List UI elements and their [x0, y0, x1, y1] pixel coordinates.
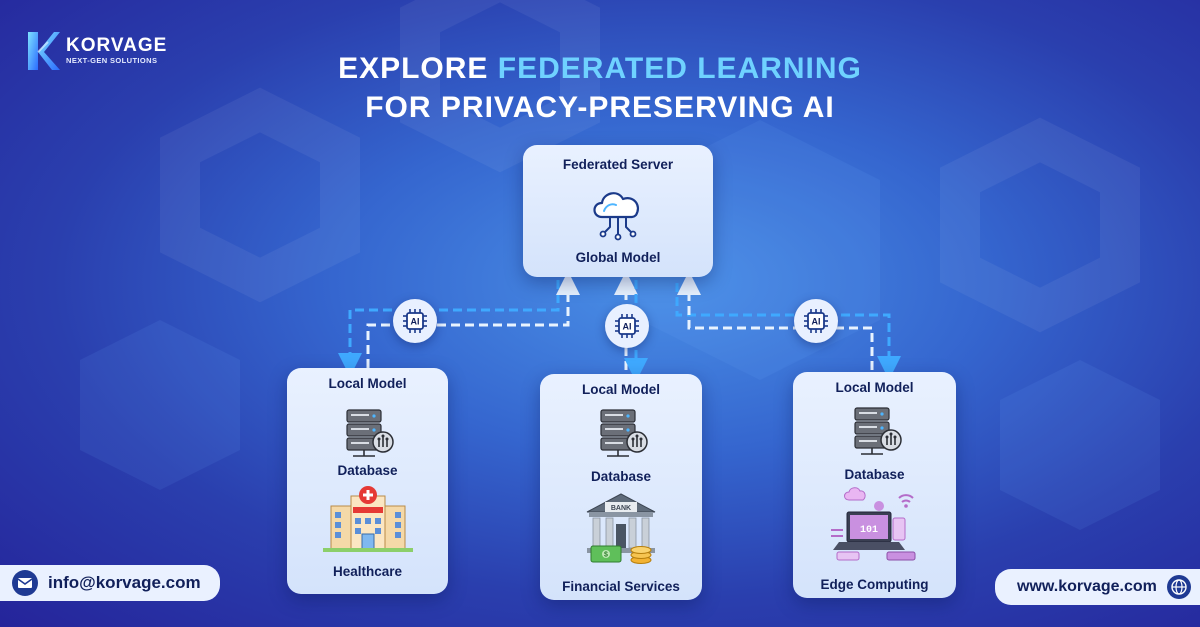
- database-label: Database: [337, 463, 398, 478]
- svg-text:BANK: BANK: [611, 505, 631, 512]
- ai-chip-badge-middle: AI: [605, 304, 649, 348]
- globe-icon: [1166, 575, 1191, 599]
- database-label: Database: [844, 467, 905, 482]
- connector-right-down: [675, 283, 901, 380]
- database-server-icon: [346, 409, 394, 457]
- svg-text:$: $: [604, 552, 608, 559]
- local-model-card-financial: Local Model Database BANK $: [540, 374, 702, 600]
- connector-left-down: [338, 280, 560, 377]
- server-subtitle: Global Model: [575, 250, 661, 265]
- database-server-icon: [600, 409, 648, 457]
- page-title-line-1: EXPLORE FEDERATED LEARNING: [0, 52, 1200, 86]
- website-contact-pill[interactable]: www.korvage.com: [995, 569, 1200, 605]
- svg-text:101: 101: [860, 525, 878, 536]
- ai-chip-icon: AI: [804, 309, 828, 333]
- local-model-title: Local Model: [835, 380, 914, 395]
- email-address[interactable]: info@korvage.com: [48, 573, 201, 592]
- local-model-title: Local Model: [581, 382, 660, 397]
- sector-label: Edge Computing: [820, 577, 929, 592]
- title-prefix: EXPLORE: [338, 52, 498, 85]
- email-contact-pill[interactable]: info@korvage.com: [0, 565, 220, 601]
- database-server-icon: [854, 407, 902, 455]
- korvage-logo-icon: [28, 32, 60, 70]
- database-label: Database: [590, 469, 652, 484]
- connector-left-up: [366, 271, 580, 368]
- website-url[interactable]: www.korvage.com: [1017, 578, 1157, 595]
- federated-server-card: Federated Server Global Model: [523, 145, 713, 277]
- brand-logo[interactable]: KORVAGE NEXT-GEN SOLUTIONS: [26, 30, 167, 72]
- mail-icon: [12, 570, 38, 596]
- hospital-icon: [323, 486, 413, 552]
- page-title-line-2: FOR PRIVACY-PRESERVING AI: [365, 91, 835, 124]
- brand-tagline: NEXT-GEN SOLUTIONS: [66, 56, 158, 65]
- ai-badge-label: AI: [623, 322, 632, 332]
- edge-devices-icon: 101: [831, 487, 916, 561]
- ai-badge-label: AI: [411, 317, 420, 327]
- title-highlight: FEDERATED LEARNING: [497, 52, 862, 85]
- connector-right-up: [677, 271, 874, 370]
- brand-name: KORVAGE: [66, 35, 168, 56]
- ai-chip-badge-right: AI: [794, 299, 838, 343]
- bank-icon: BANK $: [586, 493, 656, 564]
- local-model-card-edge: Local Model Database 101 Edge Computing: [793, 372, 956, 598]
- ai-chip-icon: AI: [615, 314, 639, 338]
- ai-chip-icon: AI: [403, 309, 427, 333]
- sector-label: Healthcare: [332, 564, 403, 579]
- ai-chip-badge-left: AI: [393, 299, 437, 343]
- cloud-network-icon: [593, 192, 640, 241]
- sector-label: Financial Services: [562, 579, 680, 594]
- ai-badge-label: AI: [812, 317, 821, 327]
- local-model-title: Local Model: [328, 376, 407, 391]
- local-model-card-healthcare: Local Model Database Healthcare: [287, 368, 448, 594]
- server-title: Federated Server: [562, 157, 674, 172]
